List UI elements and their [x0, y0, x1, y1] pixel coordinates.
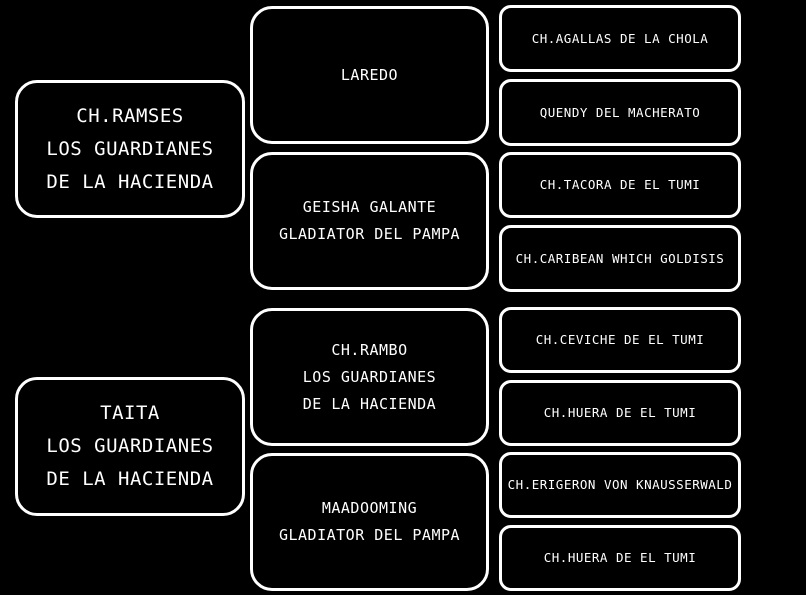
great-grandparent-name-6: CH.HUERA DE EL TUMI	[543, 405, 697, 420]
great-grandparent-box-8: CH.HUERA DE EL TUMI	[499, 525, 741, 591]
parent-name-sire: CH.RAMSES LOS GUARDIANES DE LA HACIENDA	[46, 104, 214, 193]
great-grandparent-box-6: CH.HUERA DE EL TUMI	[499, 380, 741, 446]
grandparent-box-1: LAREDO	[250, 6, 489, 144]
parent-name-dam: TAITA LOS GUARDIANES DE LA HACIENDA	[46, 402, 214, 490]
great-grandparent-name-2: QUENDY DEL MACHERATO	[539, 104, 701, 120]
great-grandparent-name-1: CH.AGALLAS DE LA CHOLA	[531, 30, 709, 46]
grandparent-name-3: CH.RAMBO LOS GUARDIANES DE LA HACIENDA	[302, 340, 437, 413]
great-grandparent-name-8: CH.HUERA DE EL TUMI	[543, 550, 697, 565]
great-grandparent-box-5: CH.CEVICHE DE EL TUMI	[499, 307, 741, 373]
great-grandparent-name-3: CH.TACORA DE EL TUMI	[539, 177, 701, 192]
great-grandparent-box-1: CH.AGALLAS DE LA CHOLA	[499, 5, 741, 72]
parent-box-dam: TAITA LOS GUARDIANES DE LA HACIENDA	[15, 377, 245, 516]
great-grandparent-box-2: QUENDY DEL MACHERATO	[499, 79, 741, 146]
great-grandparent-name-4: CH.CARIBEAN WHICH GOLDISIS	[515, 250, 725, 266]
grandparent-name-1: LAREDO	[340, 65, 399, 84]
grandparent-name-4: MAADOOMING GLADIATOR DEL PAMPA	[278, 499, 461, 544]
great-grandparent-box-7: CH.ERIGERON VON KNAUSSERWALD	[499, 452, 741, 518]
grandparent-name-2: GEISHA GALANTE GLADIATOR DEL PAMPA	[278, 198, 461, 243]
great-grandparent-box-4: CH.CARIBEAN WHICH GOLDISIS	[499, 225, 741, 292]
great-grandparent-box-3: CH.TACORA DE EL TUMI	[499, 152, 741, 218]
great-grandparent-name-5: CH.CEVICHE DE EL TUMI	[535, 332, 705, 347]
parent-box-sire: CH.RAMSES LOS GUARDIANES DE LA HACIENDA	[15, 80, 245, 218]
great-grandparent-name-7: CH.ERIGERON VON KNAUSSERWALD	[507, 477, 733, 492]
grandparent-box-3: CH.RAMBO LOS GUARDIANES DE LA HACIENDA	[250, 308, 489, 446]
grandparent-box-4: MAADOOMING GLADIATOR DEL PAMPA	[250, 453, 489, 591]
grandparent-box-2: GEISHA GALANTE GLADIATOR DEL PAMPA	[250, 152, 489, 290]
